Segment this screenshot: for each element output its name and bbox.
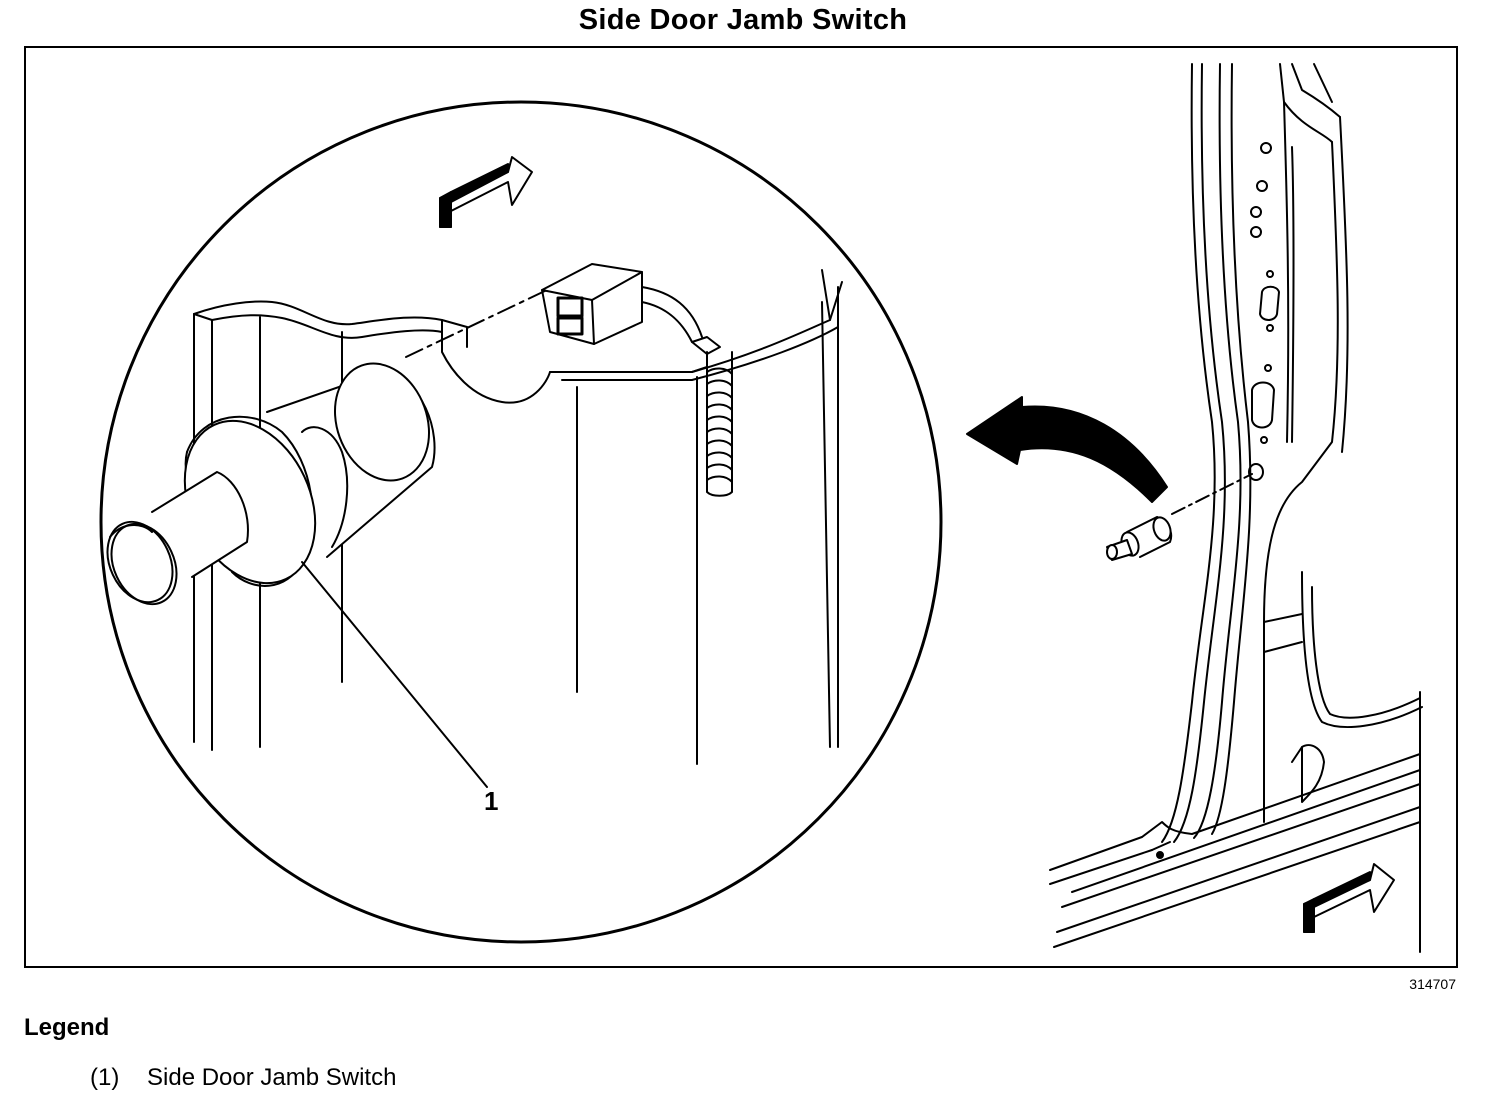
forward-direction-arrow-icon [439, 156, 533, 228]
legend-item-number: (1) [90, 1064, 120, 1091]
alignment-dashed-line [405, 289, 548, 358]
figure-number: 314707 [1409, 976, 1456, 992]
legend-heading: Legend [24, 1014, 110, 1041]
diagram-title: Side Door Jamb Switch [578, 4, 908, 36]
diagram-figure: 1 [24, 46, 1458, 968]
detail-magnifier-circle [99, 100, 943, 944]
vehicle-rocker-sill [1049, 691, 1421, 953]
callout-label-1: 1 [484, 786, 498, 816]
vehicle-body-pillar [1161, 63, 1423, 843]
jamb-switch-enlarged [106, 362, 436, 606]
legend-item: (1) Side Door Jamb Switch [90, 1064, 396, 1092]
forward-direction-arrow-icon-2 [1303, 863, 1395, 933]
door-pillar-detail [193, 269, 843, 765]
wire-harness-connector [541, 263, 703, 345]
callout-leader-line [301, 561, 488, 788]
jamb-switch-installed [1106, 473, 1253, 561]
diagram-illustration: 1 [99, 63, 1423, 953]
detail-reference-curved-arrow-icon [966, 396, 1168, 503]
legend-item-label: Side Door Jamb Switch [147, 1064, 397, 1091]
wire-loom [691, 336, 733, 497]
